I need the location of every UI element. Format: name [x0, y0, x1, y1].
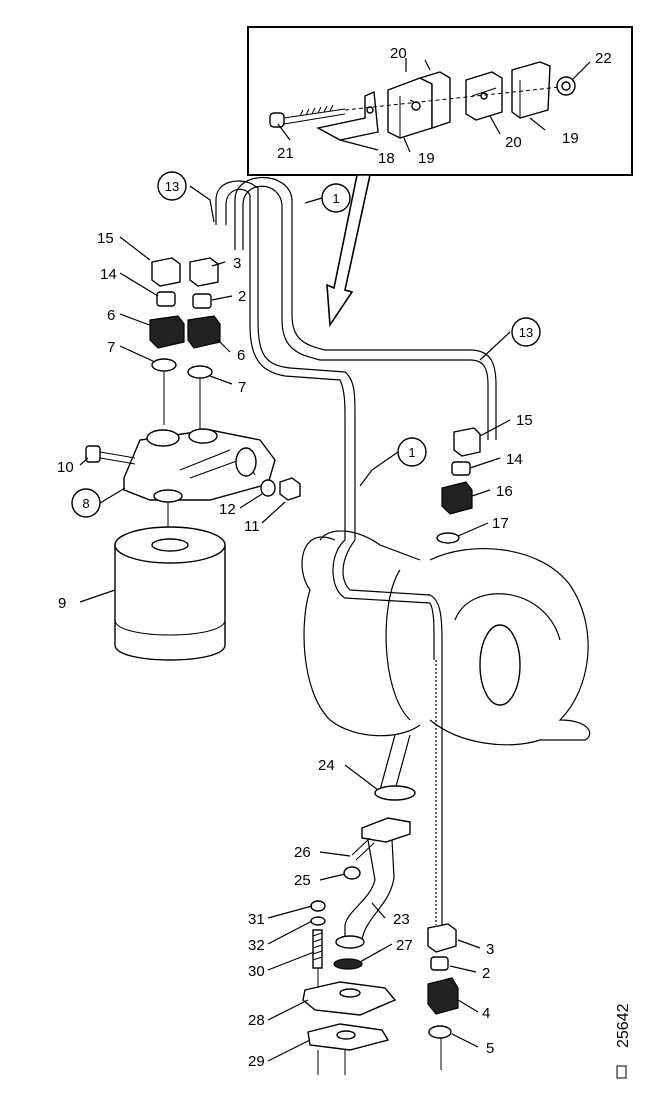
part-labels: 20 22 21 18 19 20 19 15 3 14 2 6 6 7 7 1…	[57, 45, 612, 1070]
label-15: 15	[97, 230, 114, 247]
doc-number-text: 25642	[615, 1003, 632, 1048]
label-20: 20	[390, 45, 407, 62]
label-20b: 20	[505, 134, 522, 151]
pipe-1-upper	[234, 177, 497, 440]
label-32: 32	[248, 937, 265, 954]
leader-lines	[79, 185, 511, 1062]
filter-housing-8	[123, 428, 276, 503]
callout-circle-13	[157, 171, 187, 201]
nut-22	[556, 76, 576, 96]
pipe-13-upper	[215, 180, 443, 660]
drain-assembly	[302, 734, 416, 1075]
label-6: 6	[107, 307, 115, 324]
callout-circle-8	[71, 488, 101, 518]
label-23: 23	[393, 911, 410, 928]
callout-1-mid: 1	[408, 445, 415, 460]
label-31: 31	[248, 911, 265, 928]
document-number: 25642	[615, 1003, 632, 1079]
label-7: 7	[107, 339, 115, 356]
callout-13-right: 13	[519, 325, 533, 340]
label-30: 30	[248, 963, 265, 980]
callout-circle-1	[321, 183, 351, 213]
label-26: 26	[294, 844, 311, 861]
label-9: 9	[58, 595, 66, 612]
label-16: 16	[496, 483, 513, 500]
label-21: 21	[277, 145, 294, 162]
label-29: 29	[248, 1053, 265, 1070]
label-12: 12	[219, 501, 236, 518]
pipe-return-lower	[435, 660, 443, 925]
bolt-10	[85, 445, 136, 465]
label-4: 4	[482, 1005, 490, 1022]
callout-8: 8	[82, 496, 89, 511]
callout-13-top: 13	[165, 179, 179, 194]
clamp-left	[387, 71, 451, 139]
turbocharger	[301, 530, 591, 746]
callout-circle-1b	[397, 437, 427, 467]
label-15b: 15	[516, 412, 533, 429]
label-14b: 14	[506, 451, 523, 468]
label-5: 5	[486, 1040, 494, 1057]
label-10: 10	[57, 459, 74, 476]
label-24: 24	[318, 757, 335, 774]
label-22: 22	[595, 50, 612, 67]
label-19b: 19	[562, 130, 579, 147]
nut-11	[279, 477, 301, 501]
label-18: 18	[378, 150, 395, 167]
right-lower-fittings	[427, 923, 459, 1070]
label-7b: 7	[238, 379, 246, 396]
label-3: 3	[233, 255, 241, 272]
label-27: 27	[396, 937, 413, 954]
clamp-detail-inset	[247, 26, 633, 176]
inset-pointer-arrow	[326, 174, 371, 328]
washer-12	[260, 479, 276, 497]
label-19: 19	[418, 150, 435, 167]
oil-filter-9	[114, 502, 226, 661]
bolt-21	[269, 104, 346, 128]
label-25: 25	[294, 872, 311, 889]
label-11: 11	[244, 518, 260, 535]
clamp-right	[465, 61, 551, 121]
callout-1-top: 1	[332, 191, 339, 206]
label-14: 14	[100, 266, 117, 283]
label-17: 17	[492, 515, 509, 532]
label-28: 28	[248, 1012, 265, 1029]
left-fittings	[149, 257, 221, 430]
callout-circle-13b	[511, 317, 541, 347]
circled-callouts: 13 1 13 1 8	[71, 171, 541, 518]
right-upper-fittings	[436, 427, 481, 544]
label-3b: 3	[486, 941, 494, 958]
label-6b: 6	[237, 347, 245, 364]
label-2: 2	[238, 288, 246, 305]
label-2b: 2	[482, 965, 490, 982]
